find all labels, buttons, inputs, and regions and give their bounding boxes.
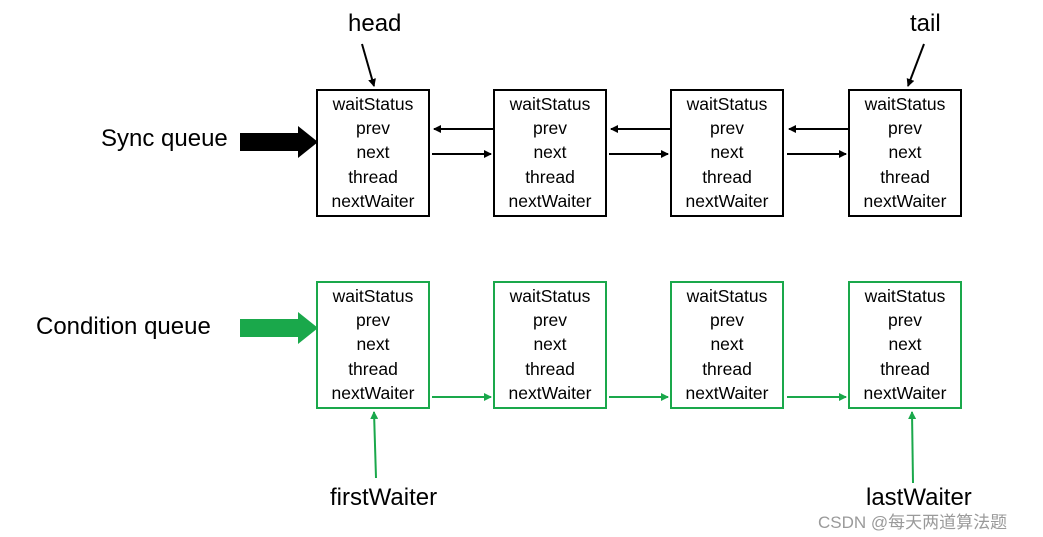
field-waitstatus: waitStatus — [864, 94, 946, 115]
condition-node: waitStatus prev next thread nextWaiter — [670, 281, 784, 409]
field-waitstatus: waitStatus — [332, 286, 414, 307]
field-next: next — [356, 142, 390, 163]
tail-arrow — [906, 43, 925, 87]
last-waiter-label: lastWaiter — [866, 484, 972, 511]
field-nextwaiter: nextWaiter — [685, 190, 769, 211]
field-waitstatus: waitStatus — [509, 286, 591, 307]
field-next: next — [888, 142, 922, 163]
condition-node: waitStatus prev next thread nextWaiter — [848, 281, 962, 409]
field-thread: thread — [525, 358, 575, 379]
field-thread: thread — [525, 166, 575, 187]
field-nextwaiter: nextWaiter — [508, 382, 592, 403]
field-waitstatus: waitStatus — [864, 286, 946, 307]
condition-queue-block-arrow — [240, 312, 318, 344]
sync-queue-label: Sync queue — [101, 125, 228, 152]
field-prev: prev — [709, 118, 745, 139]
field-next: next — [533, 142, 567, 163]
field-thread: thread — [348, 166, 398, 187]
field-prev: prev — [532, 310, 568, 331]
field-thread: thread — [348, 358, 398, 379]
field-thread: thread — [880, 166, 930, 187]
field-thread: thread — [880, 358, 930, 379]
condition-node: waitStatus prev next thread nextWaiter — [316, 281, 430, 409]
watermark: CSDN @每天两道算法题 — [818, 513, 1008, 532]
field-prev: prev — [887, 310, 923, 331]
field-prev: prev — [355, 118, 391, 139]
first-waiter-arrow — [370, 411, 379, 479]
field-next: next — [710, 334, 744, 355]
head-label: head — [348, 10, 402, 37]
first-waiter-label: firstWaiter — [330, 484, 438, 511]
sync-node: waitStatus prev next thread nextWaiter — [670, 89, 784, 217]
field-next: next — [710, 142, 744, 163]
condition-node: waitStatus prev next thread nextWaiter — [493, 281, 607, 409]
tail-label: tail — [910, 10, 941, 37]
sync-node: waitStatus prev next thread nextWaiter — [316, 89, 430, 217]
field-nextwaiter: nextWaiter — [508, 190, 592, 211]
field-prev: prev — [355, 310, 391, 331]
field-prev: prev — [709, 310, 745, 331]
sync-queue-block-arrow — [240, 126, 318, 158]
field-waitstatus: waitStatus — [686, 94, 768, 115]
field-waitstatus: waitStatus — [332, 94, 414, 115]
field-prev: prev — [532, 118, 568, 139]
field-next: next — [356, 334, 390, 355]
field-nextwaiter: nextWaiter — [331, 382, 415, 403]
field-thread: thread — [702, 358, 752, 379]
condition-queue-label: Condition queue — [36, 313, 211, 340]
sync-node: waitStatus prev next thread nextWaiter — [493, 89, 607, 217]
field-nextwaiter: nextWaiter — [863, 382, 947, 403]
field-nextwaiter: nextWaiter — [863, 190, 947, 211]
sync-node: waitStatus prev next thread nextWaiter — [848, 89, 962, 217]
field-waitstatus: waitStatus — [509, 94, 591, 115]
field-waitstatus: waitStatus — [686, 286, 768, 307]
field-prev: prev — [887, 118, 923, 139]
head-arrow — [361, 43, 376, 87]
field-thread: thread — [702, 166, 752, 187]
field-nextwaiter: nextWaiter — [331, 190, 415, 211]
field-nextwaiter: nextWaiter — [685, 382, 769, 403]
field-next: next — [888, 334, 922, 355]
field-next: next — [533, 334, 567, 355]
last-waiter-arrow — [908, 411, 917, 484]
